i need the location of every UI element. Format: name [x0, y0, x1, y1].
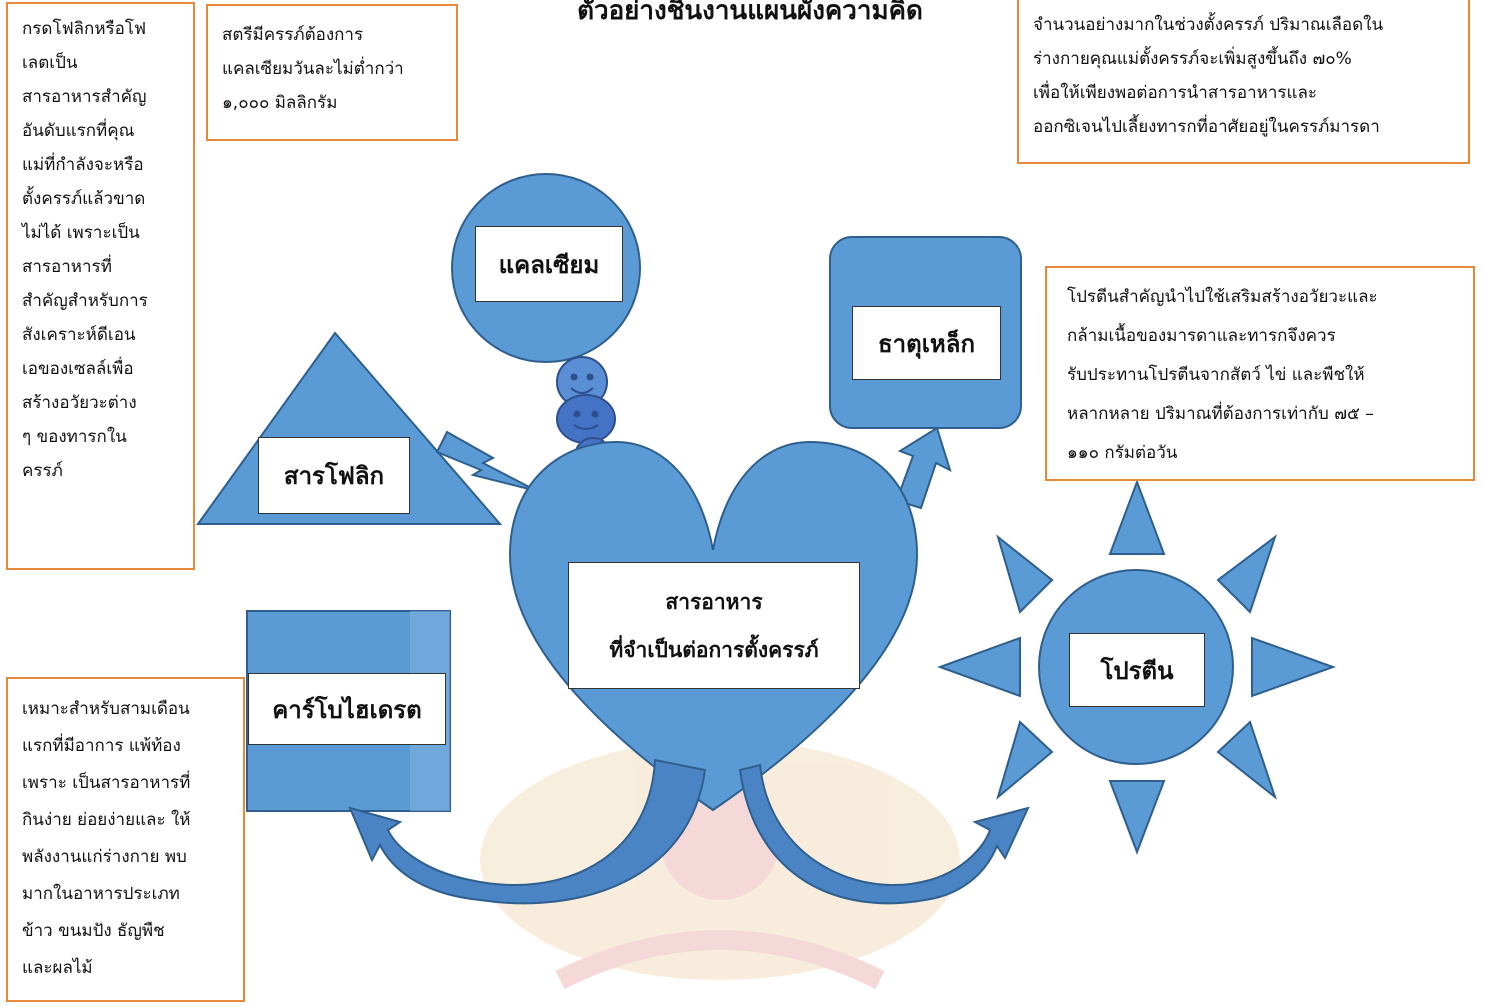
note-line: กรดโฟลิกหรือโฟ [22, 19, 147, 39]
folic-label: สารโฟลิก [258, 437, 410, 514]
center-label-line2: ที่จำเป็นต่อการตั้งครรภ์ [609, 637, 819, 662]
note-line: และผลไม้ [22, 958, 93, 978]
note-line: สังเคราะห์ดีเอน [22, 325, 136, 345]
note-line: อันดับแรกที่คุณ [22, 121, 135, 141]
note-iron: จำนวนอย่างมากในช่วงตั้งครรภ์ ปริมาณเลือด… [1017, 0, 1470, 164]
center-label: สารอาหาร ที่จำเป็นต่อการตั้งครรภ์ [568, 562, 860, 689]
iron-label: ธาตุเหล็ก [852, 306, 1001, 380]
note-line: ๑๑๐ กรัมต่อวัน [1067, 443, 1178, 463]
center-label-line1: สารอาหาร [665, 589, 763, 614]
note-line: เลตเป็น [22, 53, 78, 73]
note-line: โปรตีนสำคัญนำไปใช้เสริมสร้างอวัยวะและ [1067, 287, 1378, 307]
note-line: สร้างอวัยวะต่าง [22, 393, 137, 413]
arrow-to-iron [887, 426, 952, 510]
note-line: ๑,๐๐๐ มิลลิกรัม [222, 93, 338, 113]
note-line: ข้าว ขนมปัง ธัญพืช [22, 921, 165, 941]
note-line: ๆ ของทารกใน [22, 427, 127, 447]
note-line: สตรีมีครรภ์ต้องการ [222, 25, 364, 45]
protein-label: โปรตีน [1069, 633, 1205, 707]
note-line: รับประทานโปรตีนจากสัตว์ ไข่ และพืชให้ [1067, 365, 1365, 385]
note-line: สารอาหารที่ [22, 257, 112, 277]
note-line: ออกซิเจนไปเลี้ยงทารกที่อาศัยอยู่ในครรภ์ม… [1033, 117, 1380, 137]
note-line: เพราะ เป็นสารอาหารที่ [22, 773, 191, 793]
note-line: หลากหลาย ปริมาณที่ต้องการเท่ากับ ๗๕ – [1067, 404, 1374, 424]
note-line: ไม่ได้ เพราะเป็น [22, 223, 140, 243]
note-calcium: สตรีมีครรภ์ต้องการ แคลเซียมวันละไม่ต่ำกว… [206, 4, 458, 141]
smiley-faces [556, 356, 616, 475]
note-protein: โปรตีนสำคัญนำไปใช้เสริมสร้างอวัยวะและ กล… [1045, 266, 1475, 481]
lightning-connector [435, 430, 538, 492]
note-line: ครรภ์ [22, 461, 63, 481]
note-line: ตั้งครรภ์แล้วขาด [22, 189, 146, 209]
note-line: สารอาหารสำคัญ [22, 87, 147, 107]
note-line: จำนวนอย่างมากในช่วงตั้งครรภ์ ปริมาณเลือด… [1033, 15, 1384, 35]
calcium-label: แคลเซียม [475, 226, 623, 302]
note-line: มากในอาหารประเภท [22, 884, 180, 904]
note-line: สำคัญสำหรับการ [22, 291, 148, 311]
note-line: แคลเซียมวันละไม่ต่ำกว่า [222, 59, 404, 79]
note-line: แรกที่มีอาการ แพ้ท้อง [22, 736, 181, 756]
note-line: เหมาะสำหรับสามเดือน [22, 699, 190, 719]
note-line: กินง่าย ย่อยง่ายและ ให้ [22, 810, 191, 830]
note-line: ร่างกายคุณแม่ตั้งครรภ์จะเพิ่มสูงขึ้นถึง … [1033, 49, 1352, 69]
note-line: แม่ที่กำลังจะหรือ [22, 155, 144, 175]
carb-label: คาร์โบไฮเดรต [248, 673, 446, 745]
arrow-to-protein [738, 763, 1030, 905]
arrow-to-carb [348, 758, 707, 905]
note-line: กล้ามเนื้อของมารดาและทารกจึงควร [1067, 326, 1336, 346]
page-title: ตัวอย่างชิ้นงานแผนผังความคิด [577, 0, 923, 26]
note-line: เอของเซลล์เพื่อ [22, 359, 134, 379]
note-folic: กรดโฟลิกหรือโฟ เลตเป็น สารอาหารสำคัญ อัน… [6, 2, 195, 570]
note-carb: เหมาะสำหรับสามเดือน แรกที่มีอาการ แพ้ท้อ… [6, 677, 245, 1002]
note-line: เพื่อให้เพียงพอต่อการนำสารอาหารและ [1033, 83, 1318, 103]
note-line: พลังงานแก่ร่างกาย พบ [22, 847, 187, 867]
